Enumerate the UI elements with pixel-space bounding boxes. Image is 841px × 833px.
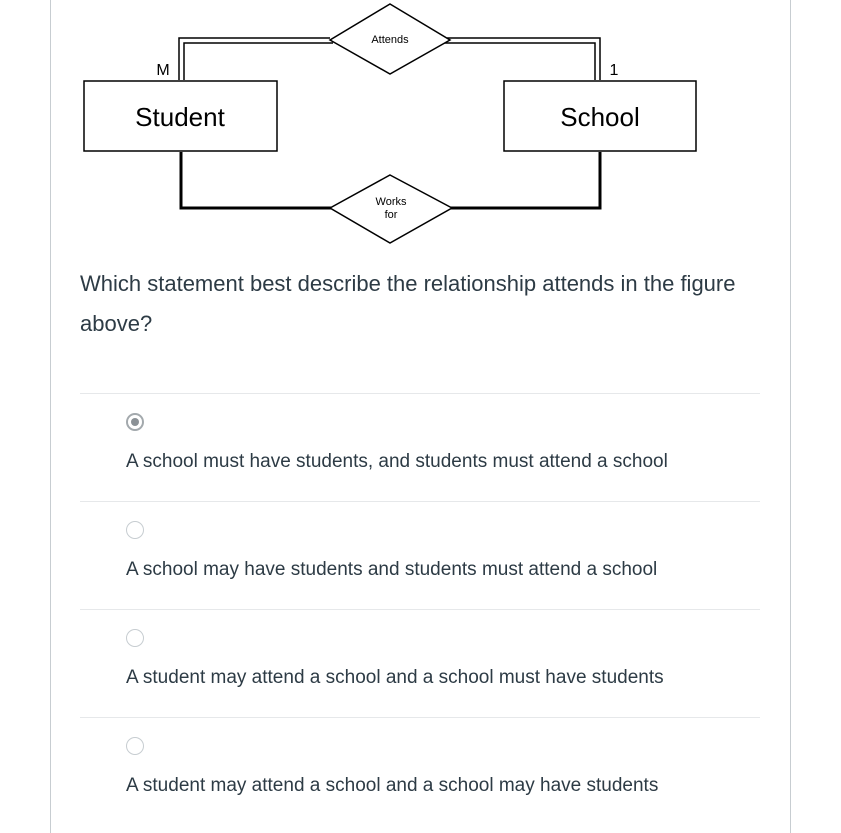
attends-line-student-outer: [178, 37, 330, 80]
school-label: School: [560, 102, 640, 132]
student-label: Student: [135, 102, 225, 132]
answer-option-label: A school may have students and students …: [126, 559, 658, 580]
answer-option-2[interactable]: A school may have students and students …: [80, 501, 760, 609]
attends-label: Attends: [371, 34, 409, 46]
answer-option-1[interactable]: A school must have students, and student…: [80, 393, 760, 501]
student-entity: [83, 80, 278, 152]
divider: [80, 609, 760, 610]
works-label: Works: [376, 196, 407, 208]
attends-line-student-inner: [183, 42, 333, 80]
question-panel: [50, 0, 791, 833]
answer-option-4[interactable]: A student may attend a school and a scho…: [80, 717, 760, 825]
divider: [80, 393, 760, 394]
answer-option-label: A student may attend a school and a scho…: [126, 667, 664, 688]
answer-option-label: A school must have students, and student…: [126, 451, 668, 472]
answer-option-3[interactable]: A student may attend a school and a scho…: [80, 609, 760, 717]
divider: [80, 717, 760, 718]
radio-icon[interactable]: [126, 521, 144, 539]
cardinality-1: 1: [610, 62, 619, 79]
radio-icon[interactable]: [126, 737, 144, 755]
attends-line-school-inner: [444, 42, 596, 80]
works-line-school: [449, 152, 602, 210]
radio-icon[interactable]: [126, 629, 144, 647]
question-text: Which statement best describe the relati…: [80, 271, 736, 336]
radio-selected-icon[interactable]: [126, 413, 144, 431]
works-for-diamond: [328, 174, 454, 244]
school-entity: [503, 80, 697, 152]
attends-line-school-outer: [447, 37, 601, 80]
works-line-student: [179, 152, 331, 210]
divider: [80, 501, 760, 502]
er-diagram: Attends Works for Student School M 1: [83, 3, 697, 244]
cardinality-m: M: [156, 62, 169, 79]
attends-diamond: [328, 3, 452, 75]
answer-option-label: A student may attend a school and a scho…: [126, 775, 659, 796]
for-label: for: [385, 209, 398, 221]
